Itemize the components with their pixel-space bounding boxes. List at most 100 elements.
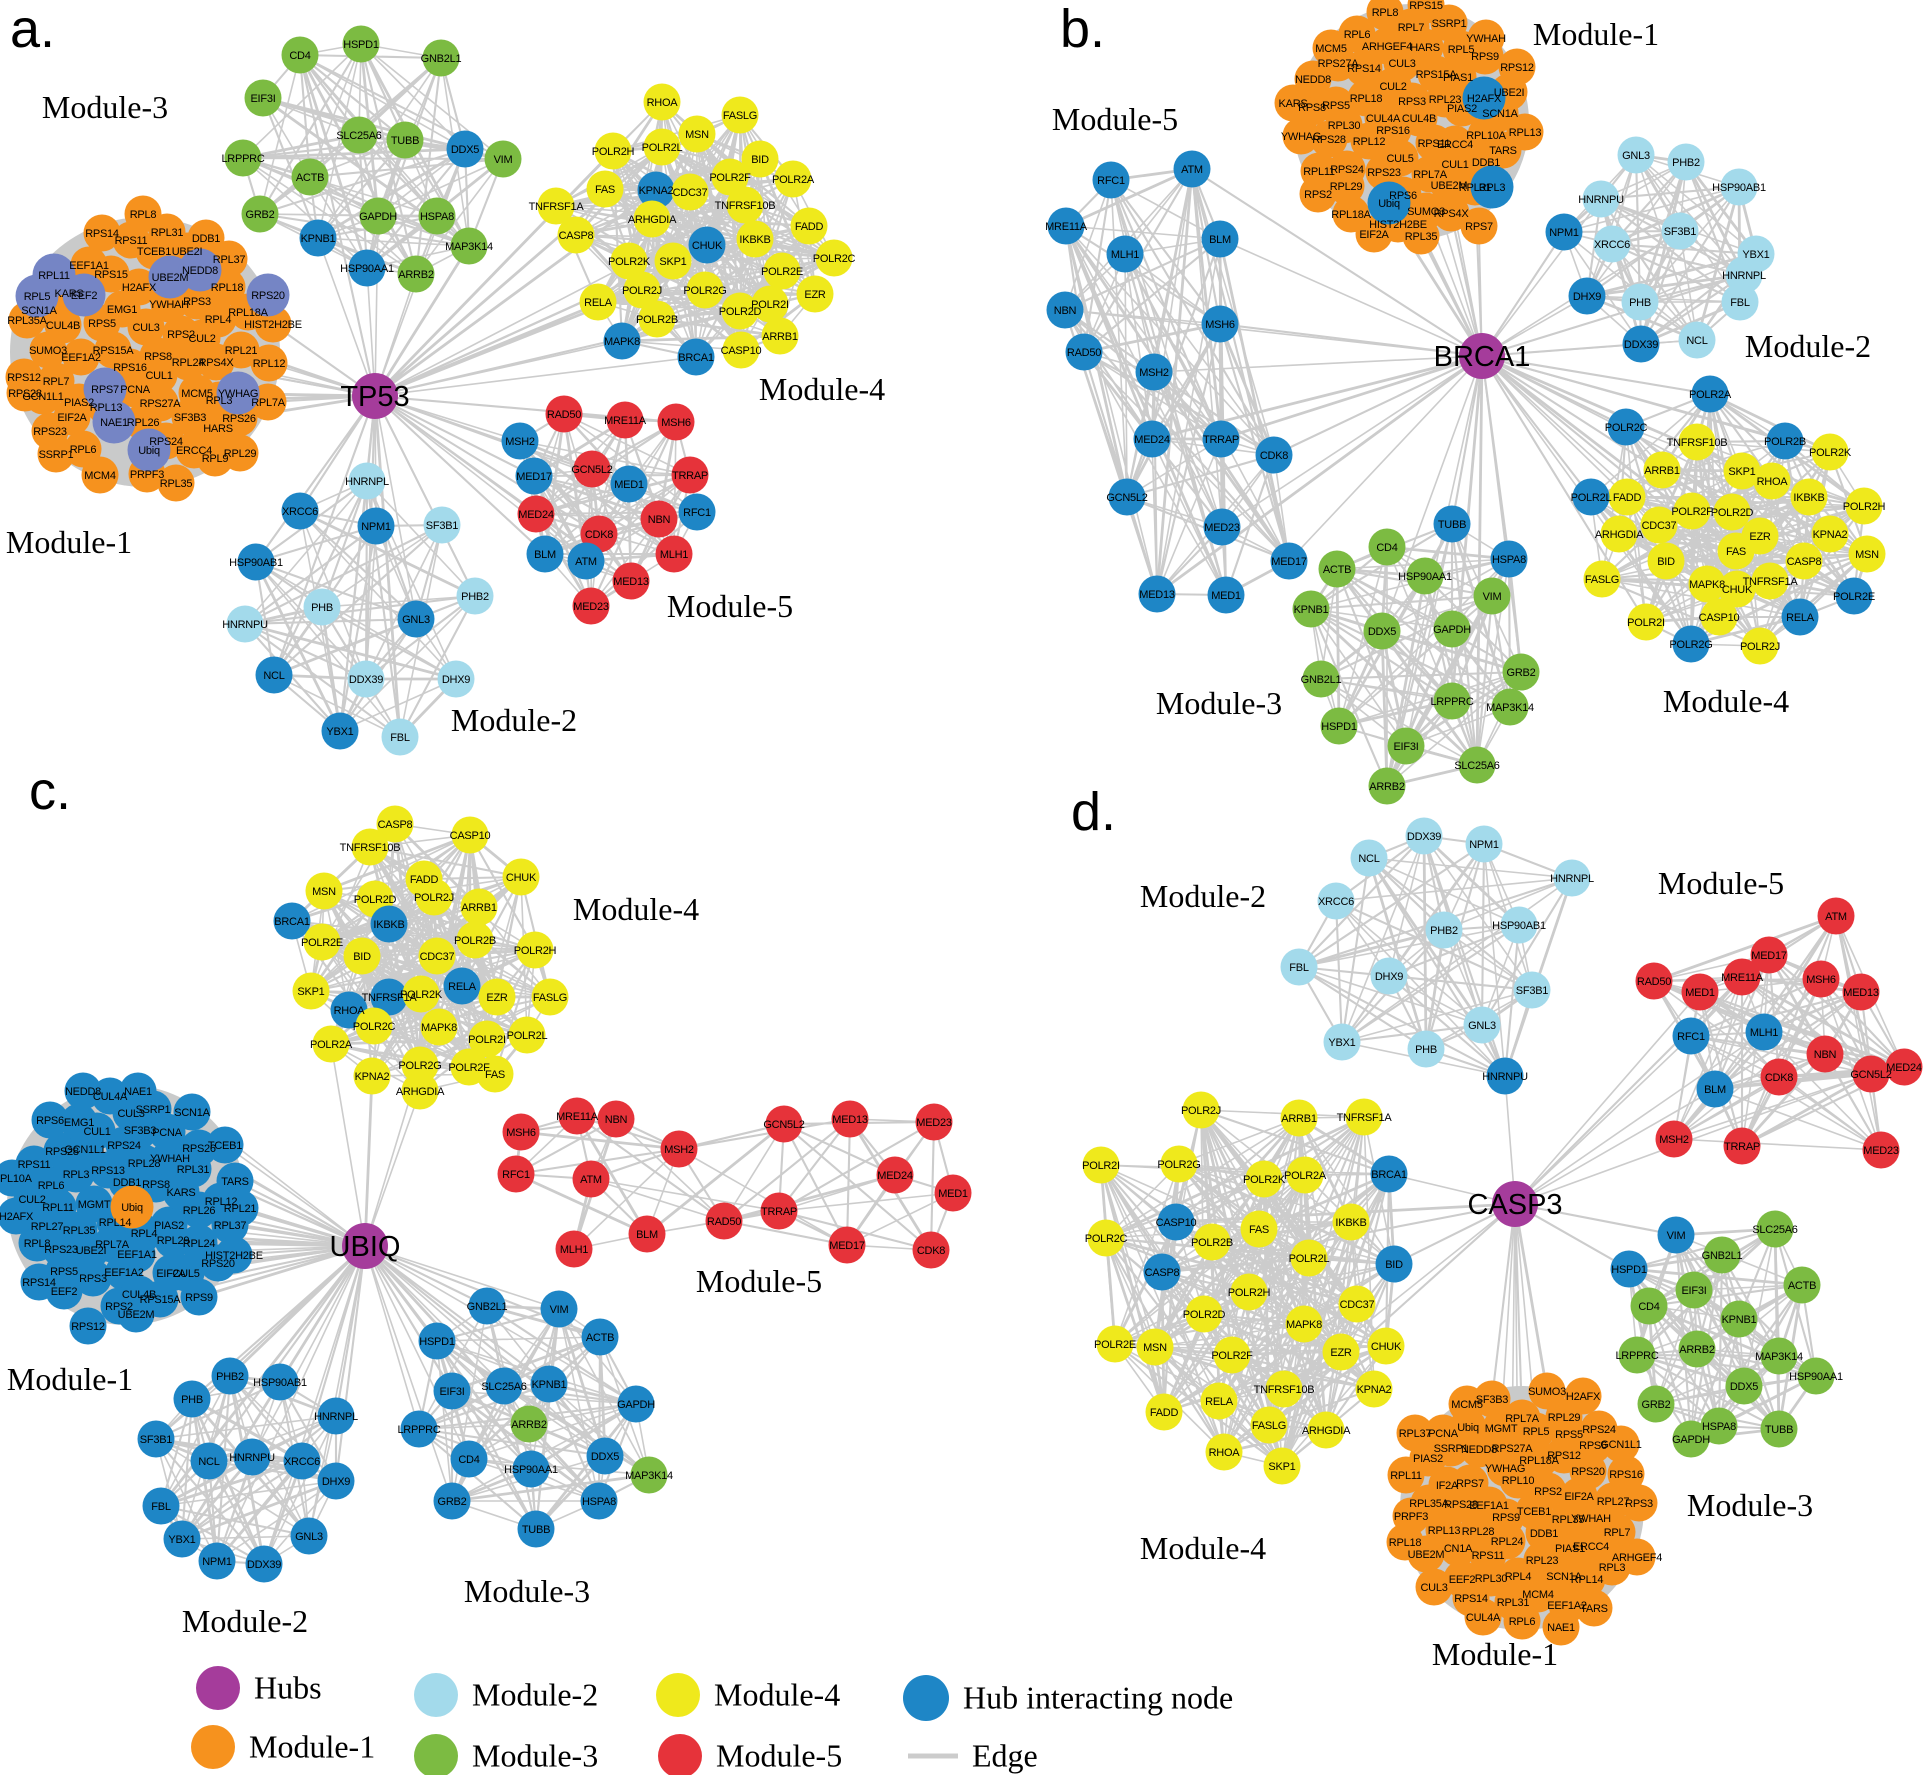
svg-text:RPL13: RPL13 [1509,127,1542,139]
svg-text:POLR2J: POLR2J [1740,641,1780,653]
svg-text:YWHAG: YWHAG [1281,131,1321,143]
svg-text:CUL1: CUL1 [1441,159,1468,171]
svg-text:POLR2E: POLR2E [301,937,343,949]
svg-text:MAPK8: MAPK8 [604,336,640,348]
svg-text:RHOA: RHOA [1209,1447,1241,1459]
svg-text:MED17: MED17 [1271,556,1307,568]
svg-text:UBE2M: UBE2M [1408,1549,1445,1561]
svg-text:YWHAH: YWHAH [1571,1513,1611,1525]
svg-text:CASP10: CASP10 [1156,1217,1197,1229]
svg-text:PHB: PHB [1415,1044,1437,1056]
svg-text:RPL26: RPL26 [127,417,160,429]
svg-text:CDC37: CDC37 [1642,520,1677,532]
svg-text:RPS7: RPS7 [1465,221,1493,233]
svg-text:b.: b. [1060,0,1105,59]
svg-text:GAPDH: GAPDH [1433,624,1471,636]
svg-text:RPL3: RPL3 [63,1169,90,1181]
svg-text:RPS12: RPS12 [71,1321,105,1333]
svg-text:EIF2A: EIF2A [1359,229,1389,241]
svg-text:RPL21: RPL21 [224,1203,257,1215]
svg-text:SSRP1: SSRP1 [136,1104,171,1116]
svg-text:RPL23: RPL23 [1526,1555,1559,1567]
svg-text:BID: BID [1385,1259,1403,1271]
svg-text:IKBKB: IKBKB [1793,492,1824,504]
svg-text:CUL4A: CUL4A [93,1091,128,1103]
svg-text:DDX39: DDX39 [247,1559,281,1571]
svg-text:RPS20: RPS20 [1571,1466,1605,1478]
svg-text:Hub interacting node: Hub interacting node [963,1680,1233,1716]
svg-text:RPS24: RPS24 [149,436,183,448]
svg-text:HSP90AB1: HSP90AB1 [1492,920,1546,932]
svg-text:RPL18: RPL18 [211,282,244,294]
svg-text:DHX9: DHX9 [322,1476,350,1488]
svg-text:SF3B3: SF3B3 [174,412,207,424]
svg-text:XRCC6: XRCC6 [284,1456,320,1468]
svg-text:CUL4B: CUL4B [122,1289,156,1301]
svg-text:BRCA1: BRCA1 [274,916,310,928]
svg-text:RPS23: RPS23 [33,426,67,438]
svg-text:EMG1: EMG1 [64,1117,94,1129]
svg-text:DDX39: DDX39 [349,674,383,686]
svg-text:RPL10A: RPL10A [0,1173,33,1185]
svg-text:EIF2A: EIF2A [57,412,87,424]
svg-text:KPNB1: KPNB1 [1722,1314,1757,1326]
svg-text:FBL: FBL [390,732,410,744]
svg-text:YBX1: YBX1 [326,726,353,738]
svg-text:HSP90AB1: HSP90AB1 [253,1377,307,1389]
svg-text:RPL24: RPL24 [183,1238,216,1250]
svg-text:SKP1: SKP1 [297,986,324,998]
svg-text:MSH6: MSH6 [1205,319,1235,331]
svg-text:POLR2A: POLR2A [772,174,815,186]
svg-text:MAP3K14: MAP3K14 [1486,702,1534,714]
svg-text:CASP8: CASP8 [1145,1267,1180,1279]
svg-text:RPS6: RPS6 [1579,1440,1607,1452]
svg-text:Module-3: Module-3 [1156,685,1282,721]
svg-text:RPS8: RPS8 [1298,102,1326,114]
svg-text:RPS11: RPS11 [115,235,148,247]
svg-text:ARHGDIA: ARHGDIA [396,1086,445,1098]
svg-text:CUL3: CUL3 [117,1108,144,1120]
svg-text:UBE2I: UBE2I [76,1245,107,1257]
svg-text:CUL2: CUL2 [1379,81,1406,93]
svg-text:RPS2: RPS2 [1304,189,1332,201]
svg-text:SLC25A6: SLC25A6 [336,130,381,142]
svg-text:RPL7A: RPL7A [95,1239,130,1251]
svg-text:RPS13: RPS13 [91,1165,125,1177]
svg-text:EIF3I: EIF3I [250,93,275,105]
svg-text:POLR2A: POLR2A [1284,1170,1327,1182]
svg-text:H2AFX: H2AFX [122,282,157,294]
svg-text:RPS5: RPS5 [1555,1429,1583,1441]
svg-text:TRRAP: TRRAP [672,470,708,482]
svg-text:RPS5: RPS5 [50,1266,78,1278]
svg-text:SF3B1: SF3B1 [140,1434,173,1446]
svg-text:ARHGDIA: ARHGDIA [628,214,677,226]
svg-text:d.: d. [1071,782,1116,842]
svg-text:RPL7A: RPL7A [1413,169,1448,181]
svg-text:SCN1A: SCN1A [174,1107,210,1119]
svg-text:RPL14: RPL14 [99,1217,132,1229]
svg-text:RPL37: RPL37 [1399,1428,1432,1440]
svg-text:POLR2I: POLR2I [1082,1160,1120,1172]
svg-text:NPM1: NPM1 [202,1556,232,1568]
svg-text:POLR2A: POLR2A [310,1039,353,1051]
svg-text:YWHAH: YWHAH [150,1153,190,1165]
svg-text:RPL35: RPL35 [160,478,193,490]
svg-text:ARHGEF4: ARHGEF4 [1362,41,1412,53]
svg-text:GAPDH: GAPDH [359,211,397,223]
svg-text:POLR2K: POLR2K [400,989,443,1001]
svg-text:Module-2: Module-2 [182,1603,308,1639]
svg-text:CDK8: CDK8 [1260,450,1288,462]
svg-text:ACTB: ACTB [1323,564,1351,576]
svg-text:RPL10: RPL10 [1502,1475,1535,1487]
svg-text:PIAS1: PIAS1 [1555,1543,1585,1555]
svg-text:TRRAP: TRRAP [1203,434,1239,446]
svg-text:YBX1: YBX1 [1742,249,1769,261]
svg-text:NBN: NBN [1054,305,1077,317]
svg-text:POLR2I: POLR2I [468,1034,506,1046]
svg-text:HSPA8: HSPA8 [1492,554,1526,566]
svg-text:EEF1A2: EEF1A2 [104,1267,144,1279]
svg-text:GCN1L1: GCN1L1 [22,391,63,403]
svg-text:Module-4: Module-4 [1663,683,1789,719]
svg-text:MSH2: MSH2 [664,1144,694,1156]
svg-text:FBL: FBL [1730,297,1750,309]
